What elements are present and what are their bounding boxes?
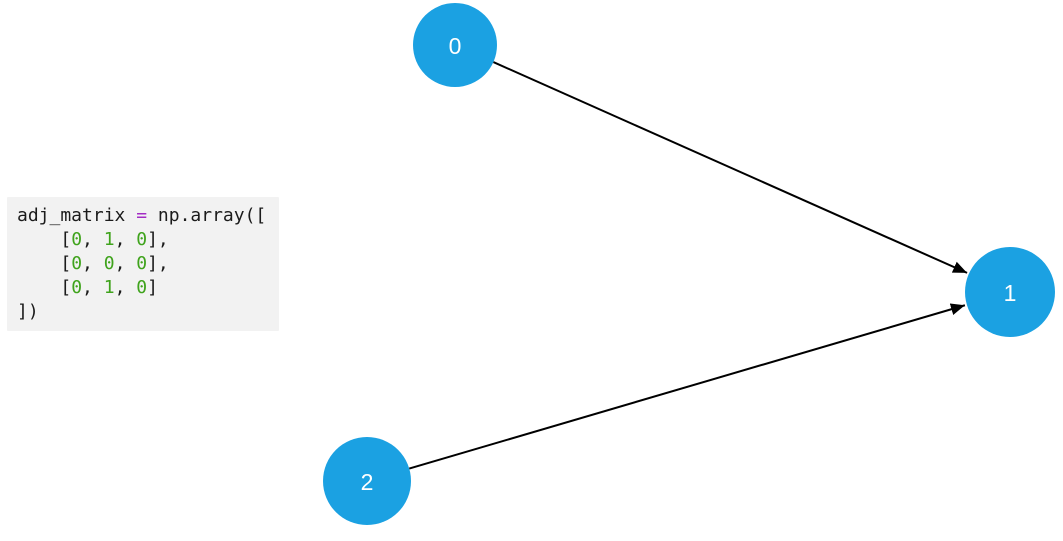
code-line: ]) bbox=[17, 300, 269, 324]
node-label-0: 0 bbox=[449, 33, 462, 59]
code-token-text: ] bbox=[147, 277, 158, 298]
code-token-number: 0 bbox=[136, 253, 148, 274]
graph-node-1: 1 bbox=[965, 247, 1055, 337]
code-line: [0, 1, 0] bbox=[17, 276, 269, 300]
code-token-number: 1 bbox=[103, 277, 115, 298]
code-token-text: [ bbox=[17, 253, 72, 274]
code-token-text: , bbox=[82, 229, 104, 250]
code-token-text: , bbox=[82, 277, 104, 298]
node-circle-0 bbox=[413, 3, 497, 87]
code-token-number: 0 bbox=[71, 253, 83, 274]
code-token-text: np.array([ bbox=[147, 205, 267, 226]
code-token-number: 0 bbox=[71, 277, 83, 298]
code-token-number: 0 bbox=[136, 277, 148, 298]
graph-node-0: 0 bbox=[413, 3, 497, 87]
code-token-number: 0 bbox=[136, 229, 148, 250]
node-circle-2 bbox=[323, 437, 411, 525]
code-token-text: adj_matrix bbox=[17, 205, 137, 226]
edge-2-to-1 bbox=[408, 303, 966, 470]
edge-0-to-1 bbox=[492, 61, 968, 274]
code-token-text: , bbox=[114, 229, 137, 250]
code-token-operator: = bbox=[136, 205, 148, 226]
code-token-text: , bbox=[114, 253, 137, 274]
code-token-number: 0 bbox=[71, 229, 83, 250]
code-token-text: ]) bbox=[17, 301, 39, 322]
code-token-number: 1 bbox=[103, 229, 115, 250]
code-token-text: , bbox=[82, 253, 104, 274]
code-token-text: [ bbox=[17, 229, 72, 250]
code-line: adj_matrix = np.array([ bbox=[17, 204, 269, 228]
code-line: [0, 0, 0], bbox=[17, 252, 269, 276]
graph-node-2: 2 bbox=[323, 437, 411, 525]
node-label-1: 1 bbox=[1004, 280, 1017, 306]
node-label-2: 2 bbox=[361, 469, 374, 495]
code-token-text: ], bbox=[147, 229, 169, 250]
code-token-number: 0 bbox=[103, 253, 115, 274]
code-token-text: [ bbox=[17, 277, 72, 298]
adjacency-matrix-code-block: adj_matrix = np.array([ [0, 1, 0], [0, 0… bbox=[7, 197, 279, 331]
code-token-text: ], bbox=[147, 253, 169, 274]
node-circle-1 bbox=[965, 247, 1055, 337]
code-line: [0, 1, 0], bbox=[17, 228, 269, 252]
code-token-text: , bbox=[114, 277, 137, 298]
